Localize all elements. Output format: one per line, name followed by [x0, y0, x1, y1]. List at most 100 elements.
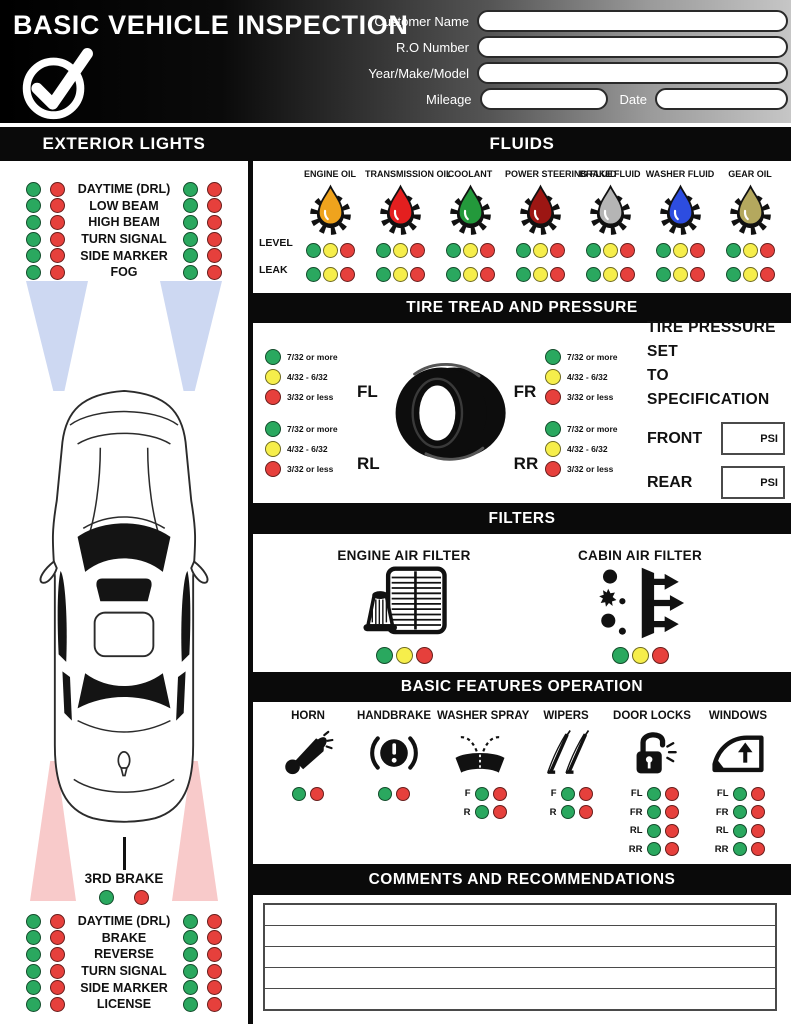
- date-input[interactable]: [655, 88, 788, 110]
- leak-warn-dot[interactable]: [392, 267, 408, 282]
- year-make-model-input[interactable]: [477, 62, 788, 84]
- level-bad-dot[interactable]: [689, 243, 705, 258]
- pass-dot[interactable]: [26, 996, 41, 1012]
- leak-warn-dot[interactable]: [602, 267, 618, 282]
- level-ok-dot[interactable]: [305, 243, 321, 258]
- leak-ok-dot[interactable]: [515, 267, 531, 282]
- fail-dot[interactable]: [50, 248, 65, 264]
- level-ok-dot[interactable]: [375, 243, 391, 258]
- pass-dot[interactable]: [26, 264, 41, 280]
- pass-dot[interactable]: [183, 264, 198, 280]
- level-bad-dot[interactable]: [759, 243, 775, 258]
- leak-bad-dot[interactable]: [759, 267, 775, 282]
- pass-dot[interactable]: [732, 823, 747, 838]
- fail-dot[interactable]: [578, 805, 593, 819]
- filter-bad-dot[interactable]: [415, 647, 433, 664]
- tread-good-dot[interactable]: [544, 421, 561, 437]
- pass-dot[interactable]: [732, 805, 747, 819]
- level-warn-dot[interactable]: [322, 243, 338, 258]
- fail-dot[interactable]: [50, 946, 65, 962]
- pass-dot[interactable]: [26, 248, 41, 264]
- tread-bad-dot[interactable]: [544, 461, 561, 477]
- comment-line[interactable]: [265, 926, 775, 947]
- fail-dot[interactable]: [492, 805, 507, 819]
- customer-name-input[interactable]: [477, 10, 788, 32]
- pass-dot[interactable]: [99, 890, 114, 905]
- leak-warn-dot[interactable]: [462, 267, 478, 282]
- leak-warn-dot[interactable]: [322, 267, 338, 282]
- pass-dot[interactable]: [26, 913, 41, 929]
- fail-dot[interactable]: [50, 980, 65, 996]
- tread-warn-dot[interactable]: [544, 369, 561, 385]
- fail-dot[interactable]: [750, 805, 765, 819]
- front-psi-input[interactable]: PSI: [720, 422, 785, 456]
- ro-number-input[interactable]: [477, 36, 788, 58]
- level-bad-dot[interactable]: [549, 243, 565, 258]
- pass-dot[interactable]: [183, 198, 198, 214]
- level-bad-dot[interactable]: [619, 243, 635, 258]
- fail-dot[interactable]: [207, 231, 222, 247]
- leak-ok-dot[interactable]: [305, 267, 321, 282]
- fail-dot[interactable]: [50, 181, 65, 197]
- pass-dot[interactable]: [560, 786, 575, 801]
- fail-dot[interactable]: [664, 842, 679, 856]
- comment-line[interactable]: [265, 947, 775, 968]
- level-warn-dot[interactable]: [462, 243, 478, 258]
- fail-dot[interactable]: [396, 786, 410, 801]
- level-warn-dot[interactable]: [742, 243, 758, 258]
- level-warn-dot[interactable]: [532, 243, 548, 258]
- pass-dot[interactable]: [183, 930, 198, 946]
- fail-dot[interactable]: [664, 786, 679, 801]
- pass-dot[interactable]: [183, 231, 198, 247]
- filter-ok-dot[interactable]: [611, 647, 629, 664]
- pass-dot[interactable]: [378, 786, 392, 801]
- filter-warn-dot[interactable]: [395, 647, 413, 664]
- fail-dot[interactable]: [207, 198, 222, 214]
- fail-dot[interactable]: [207, 996, 222, 1012]
- level-bad-dot[interactable]: [339, 243, 355, 258]
- fail-dot[interactable]: [207, 930, 222, 946]
- tread-good-dot[interactable]: [265, 349, 281, 365]
- fail-dot[interactable]: [664, 805, 679, 819]
- pass-dot[interactable]: [26, 214, 41, 230]
- pass-dot[interactable]: [474, 805, 489, 819]
- fail-dot[interactable]: [207, 913, 222, 929]
- fail-dot[interactable]: [50, 930, 65, 946]
- pass-dot[interactable]: [646, 786, 661, 801]
- leak-ok-dot[interactable]: [445, 267, 461, 282]
- pass-dot[interactable]: [26, 198, 41, 214]
- leak-warn-dot[interactable]: [742, 267, 758, 282]
- fail-dot[interactable]: [50, 214, 65, 230]
- tread-good-dot[interactable]: [265, 421, 281, 437]
- level-ok-dot[interactable]: [515, 243, 531, 258]
- fail-dot[interactable]: [207, 248, 222, 264]
- filter-bad-dot[interactable]: [651, 647, 669, 664]
- fail-dot[interactable]: [207, 214, 222, 230]
- comment-line[interactable]: [265, 968, 775, 989]
- fail-dot[interactable]: [207, 980, 222, 996]
- pass-dot[interactable]: [183, 996, 198, 1012]
- level-ok-dot[interactable]: [655, 243, 671, 258]
- pass-dot[interactable]: [183, 913, 198, 929]
- tread-warn-dot[interactable]: [544, 441, 561, 457]
- leak-warn-dot[interactable]: [532, 267, 548, 282]
- tread-warn-dot[interactable]: [265, 441, 281, 457]
- pass-dot[interactable]: [183, 980, 198, 996]
- level-bad-dot[interactable]: [479, 243, 495, 258]
- tread-good-dot[interactable]: [544, 349, 561, 365]
- fail-dot[interactable]: [50, 996, 65, 1012]
- leak-bad-dot[interactable]: [479, 267, 495, 282]
- pass-dot[interactable]: [26, 181, 41, 197]
- pass-dot[interactable]: [26, 231, 41, 247]
- fail-dot[interactable]: [492, 786, 507, 801]
- level-warn-dot[interactable]: [602, 243, 618, 258]
- leak-ok-dot[interactable]: [655, 267, 671, 282]
- filter-ok-dot[interactable]: [375, 647, 393, 664]
- pass-dot[interactable]: [646, 842, 661, 856]
- fail-dot[interactable]: [50, 231, 65, 247]
- pass-dot[interactable]: [26, 946, 41, 962]
- leak-bad-dot[interactable]: [689, 267, 705, 282]
- level-ok-dot[interactable]: [585, 243, 601, 258]
- pass-dot[interactable]: [646, 823, 661, 838]
- pass-dot[interactable]: [26, 963, 41, 979]
